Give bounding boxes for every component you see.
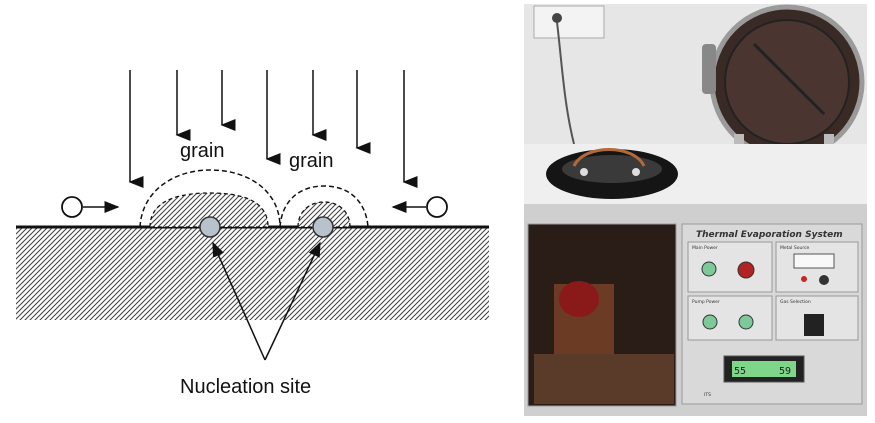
grain-label-right: grain	[289, 150, 333, 172]
nucleation-pointers	[212, 241, 321, 361]
section-pump-power: Pump Power	[692, 299, 720, 305]
section-main-power: Main Power	[692, 245, 718, 251]
pump-button-1[interactable]	[702, 314, 718, 330]
flux-arrows	[128, 70, 418, 188]
evaporator-photo: Thermal Evaporation System Main Power Me…	[524, 4, 867, 416]
gas-selector-switch[interactable]	[804, 314, 824, 336]
adatom-right	[426, 196, 448, 218]
grain-core-right	[297, 201, 351, 228]
brand-label: ITS	[704, 392, 711, 398]
nucleation-label: Nucleation site	[180, 376, 311, 398]
substrate	[16, 226, 489, 320]
nucleation-site-right	[312, 216, 334, 238]
pump-button-2[interactable]	[738, 314, 754, 330]
adatom-left	[61, 196, 83, 218]
section-metal-source: Metal Source	[780, 245, 810, 251]
metal-source-meter	[793, 253, 835, 269]
nucleation-diagram: grain grain Nucleation site	[16, 70, 489, 398]
display-right: 59	[779, 366, 791, 377]
wall-outlet	[533, 5, 605, 39]
panel-title: Thermal Evaporation System	[696, 230, 843, 240]
section-gas-selection: Gas Selection	[780, 299, 811, 305]
metal-source-knob[interactable]	[819, 275, 829, 285]
grain-boundary-left	[139, 169, 281, 228]
nucleation-site-left	[199, 216, 221, 238]
grain-boundary-right	[279, 185, 369, 228]
main-power-button[interactable]	[701, 261, 717, 277]
display-left: 55	[734, 366, 746, 377]
key-switch[interactable]	[737, 261, 755, 279]
grain-label-left: grain	[180, 140, 224, 162]
grain-core-left	[149, 192, 269, 228]
